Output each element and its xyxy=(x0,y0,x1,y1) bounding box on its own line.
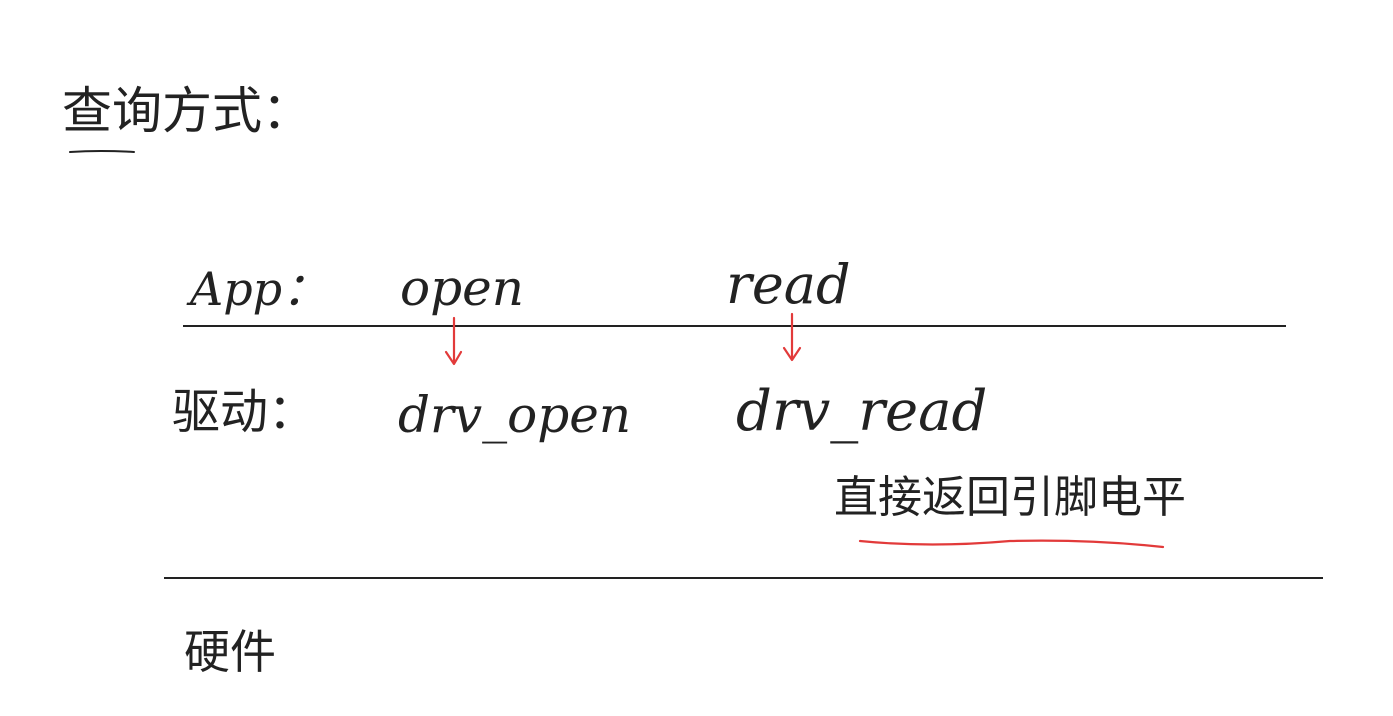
drv-read-note-underline xyxy=(858,539,1165,549)
drv-read-note: 直接返回引脚电平 xyxy=(834,472,1186,523)
app-call-read: read xyxy=(726,253,851,316)
app-call-open: open xyxy=(400,259,524,317)
driver-layer-label: 驱动： xyxy=(172,384,316,440)
driver-call-drv-read: drv_read xyxy=(736,379,987,444)
title-underline xyxy=(69,150,135,153)
app-layer-label: App： xyxy=(186,262,328,316)
hardware-layer-label: 硬件 xyxy=(184,625,276,679)
arrow-open-to-drv-open xyxy=(444,316,463,366)
arrow-read-to-drv-read xyxy=(782,312,802,362)
driver-call-drv-open: drv_open xyxy=(398,386,631,444)
diagram-title: 查询方式： xyxy=(62,82,312,140)
